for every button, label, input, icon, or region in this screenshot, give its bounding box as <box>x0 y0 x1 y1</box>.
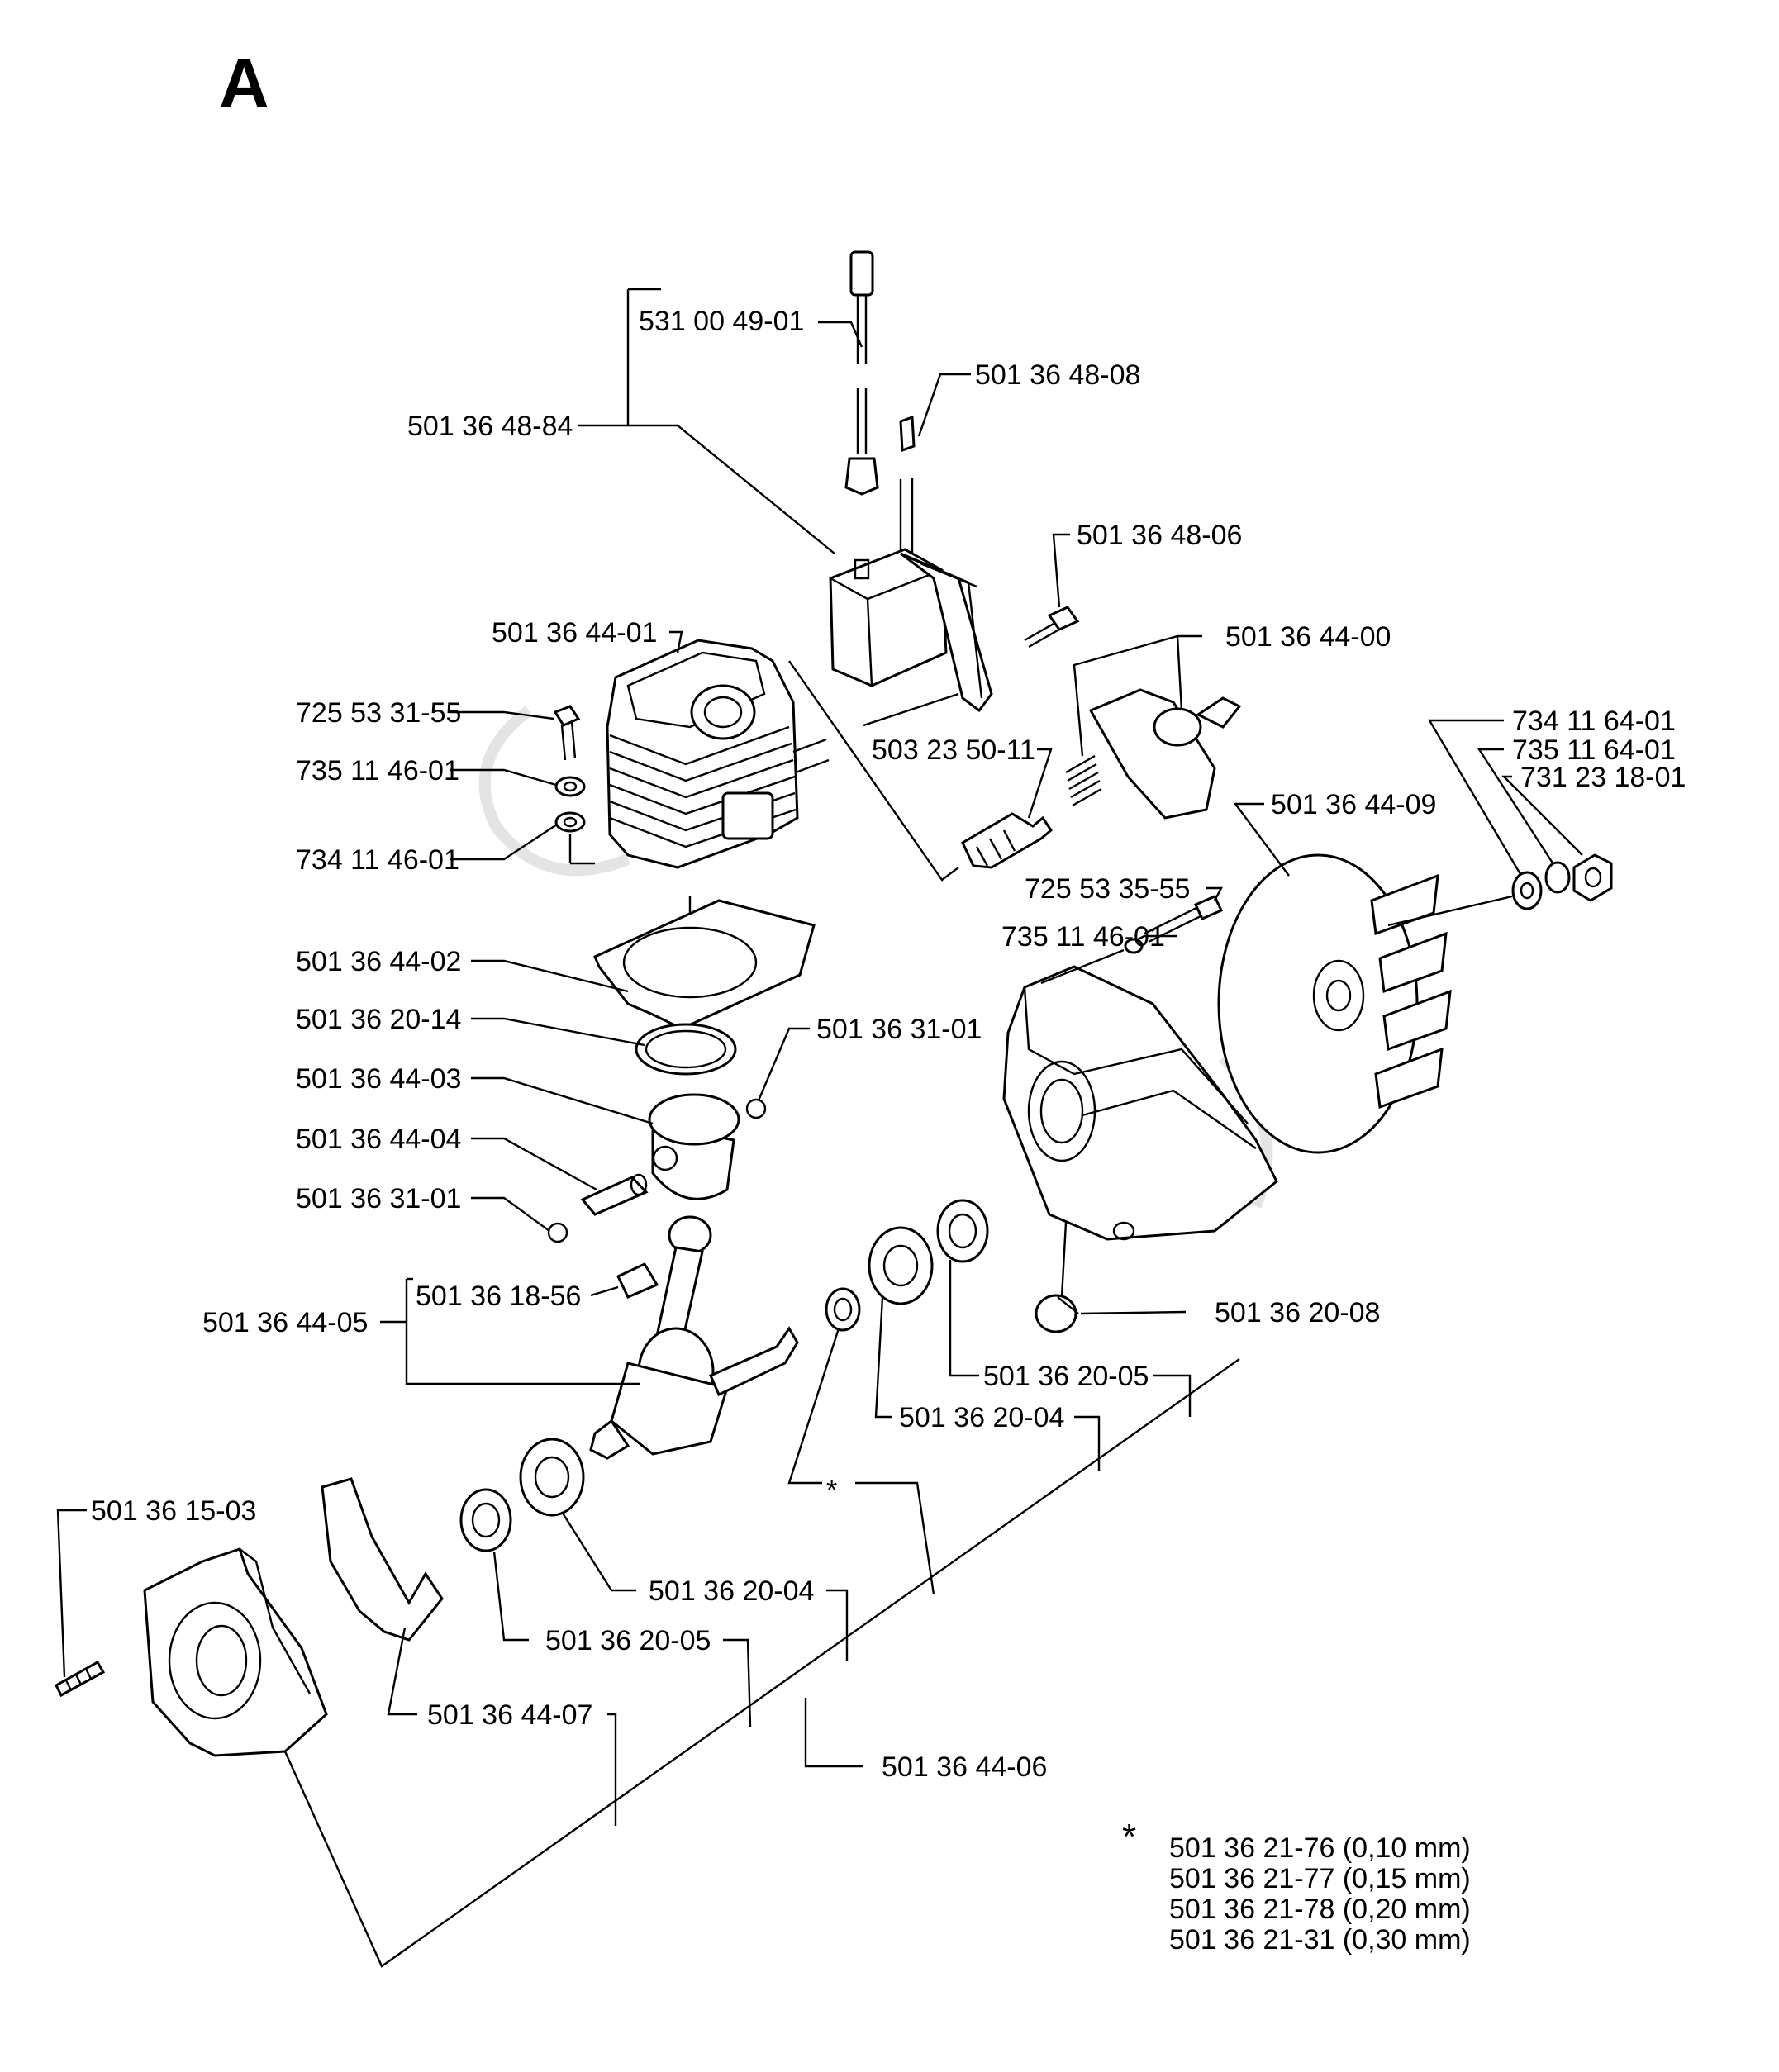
bearing-right-inner <box>868 1226 934 1305</box>
cylinder-screw <box>553 705 581 761</box>
callout-501-36-20-05-left: 501 36 20-05 <box>545 1625 711 1656</box>
needle-bearing <box>616 1262 659 1299</box>
bearing-left-outer <box>459 1488 512 1552</box>
callout-501-36-44-02: 501 36 44-02 <box>296 946 461 977</box>
shim-washer <box>825 1287 861 1332</box>
piston <box>648 1093 740 1200</box>
ignition-module <box>829 548 993 713</box>
callout-501-36-44-09: 501 36 44-09 <box>1271 789 1436 820</box>
ignition-lead <box>844 250 879 496</box>
callout-501-36-44-06: 501 36 44-06 <box>882 1751 1047 1783</box>
stud <box>55 1660 106 1698</box>
callout-725-53-31-55: 725 53 31-55 <box>296 697 461 729</box>
washer-734 <box>554 811 586 833</box>
plug-cap <box>1088 688 1242 820</box>
crankcase-left <box>143 1547 328 1757</box>
callout-501-36-44-01: 501 36 44-01 <box>492 617 657 649</box>
crankcase-screw <box>1144 895 1224 943</box>
callout-501-36-44-00: 501 36 44-00 <box>1225 621 1391 653</box>
callout-501-36-48-84: 501 36 48-84 <box>407 411 573 442</box>
bearing-left-inner <box>519 1438 585 1517</box>
callout-735-11-64-01: 735 11 64-01 <box>1512 734 1676 766</box>
callout-501-36-20-14: 501 36 20-14 <box>296 1004 461 1035</box>
section-letter: A <box>219 45 269 122</box>
callout-501-36-20-08: 501 36 20-08 <box>1215 1297 1380 1328</box>
module-screw <box>1024 606 1080 649</box>
callout-735-11-46-01-left: 735 11 46-01 <box>296 755 459 787</box>
footnote-line-1: 501 36 21-76 (0,10 mm) <box>1169 1832 1471 1864</box>
callout-501-36-31-01-top: 501 36 31-01 <box>816 1014 982 1045</box>
callout-734-11-46-01: 734 11 46-01 <box>296 844 459 876</box>
cylinder-gasket <box>593 899 816 1030</box>
callout-725-53-35-55: 725 53 35-55 <box>1025 873 1190 905</box>
circlip-upper <box>745 1098 767 1119</box>
piston-pin <box>580 1173 649 1216</box>
callout-501-36-20-04-left: 501 36 20-04 <box>649 1575 814 1607</box>
footnote-marker: * <box>1122 1817 1136 1857</box>
callout-501-36-20-04-right: 501 36 20-04 <box>899 1402 1064 1433</box>
flywheel-washer <box>1511 871 1543 910</box>
callout-labels: 531 00 49-01 501 36 48-08 501 36 48-84 5… <box>91 306 1686 1783</box>
callout-735-11-46-01-right: 735 11 46-01 <box>1001 921 1165 953</box>
callout-501-36-44-07: 501 36 44-07 <box>427 1699 592 1731</box>
leader-lines <box>56 288 1583 1968</box>
callout-star: * <box>826 1475 837 1506</box>
spring <box>1065 754 1102 807</box>
cylinder <box>606 639 830 869</box>
drain-plug <box>1035 1294 1077 1333</box>
callout-503-23-50-11: 503 23 50-11 <box>872 734 1035 766</box>
crankcase-washer <box>1124 938 1144 954</box>
spring-washer <box>1544 861 1571 894</box>
crankcase-gasket <box>321 1477 444 1642</box>
callout-501-36-31-01-bottom: 501 36 31-01 <box>296 1183 461 1214</box>
callout-501-36-18-56: 501 36 18-56 <box>416 1281 581 1312</box>
flywheel-nut <box>1572 853 1613 902</box>
callout-731-23-18-01: 731 23 18-01 <box>1520 762 1686 793</box>
callout-734-11-64-01: 734 11 64-01 <box>1512 706 1676 737</box>
callout-531-00-49-01: 531 00 49-01 <box>639 306 804 337</box>
footnote-line-4: 501 36 21-31 (0,30 mm) <box>1169 1924 1471 1956</box>
callout-501-36-48-06: 501 36 48-06 <box>1077 520 1242 551</box>
spark-plug <box>961 812 1053 869</box>
footnote-line-2: 501 36 21-77 (0,15 mm) <box>1169 1863 1471 1894</box>
crankshaft <box>589 1215 799 1460</box>
flywheel <box>1217 853 1452 1154</box>
callout-501-36-44-05: 501 36 44-05 <box>202 1307 368 1338</box>
callout-501-36-48-08: 501 36 48-08 <box>975 359 1140 391</box>
callout-501-36-15-03: 501 36 15-03 <box>91 1495 256 1527</box>
washer-735 <box>554 776 586 797</box>
callout-501-36-44-03: 501 36 44-03 <box>296 1063 461 1095</box>
callout-501-36-44-04: 501 36 44-04 <box>296 1124 461 1155</box>
piston-ring <box>635 1023 737 1076</box>
callout-501-36-20-05-right: 501 36 20-05 <box>983 1361 1149 1392</box>
footnote-line-3: 501 36 21-78 (0,20 mm) <box>1169 1894 1471 1925</box>
crankcase-right <box>1002 965 1278 1241</box>
circlip-lower <box>547 1222 568 1243</box>
footnote: * 501 36 21-76 (0,10 mm) 501 36 21-77 (0… <box>1122 1817 1471 1956</box>
bearing-right-outer <box>936 1199 989 1263</box>
terminal-clip <box>899 415 916 570</box>
